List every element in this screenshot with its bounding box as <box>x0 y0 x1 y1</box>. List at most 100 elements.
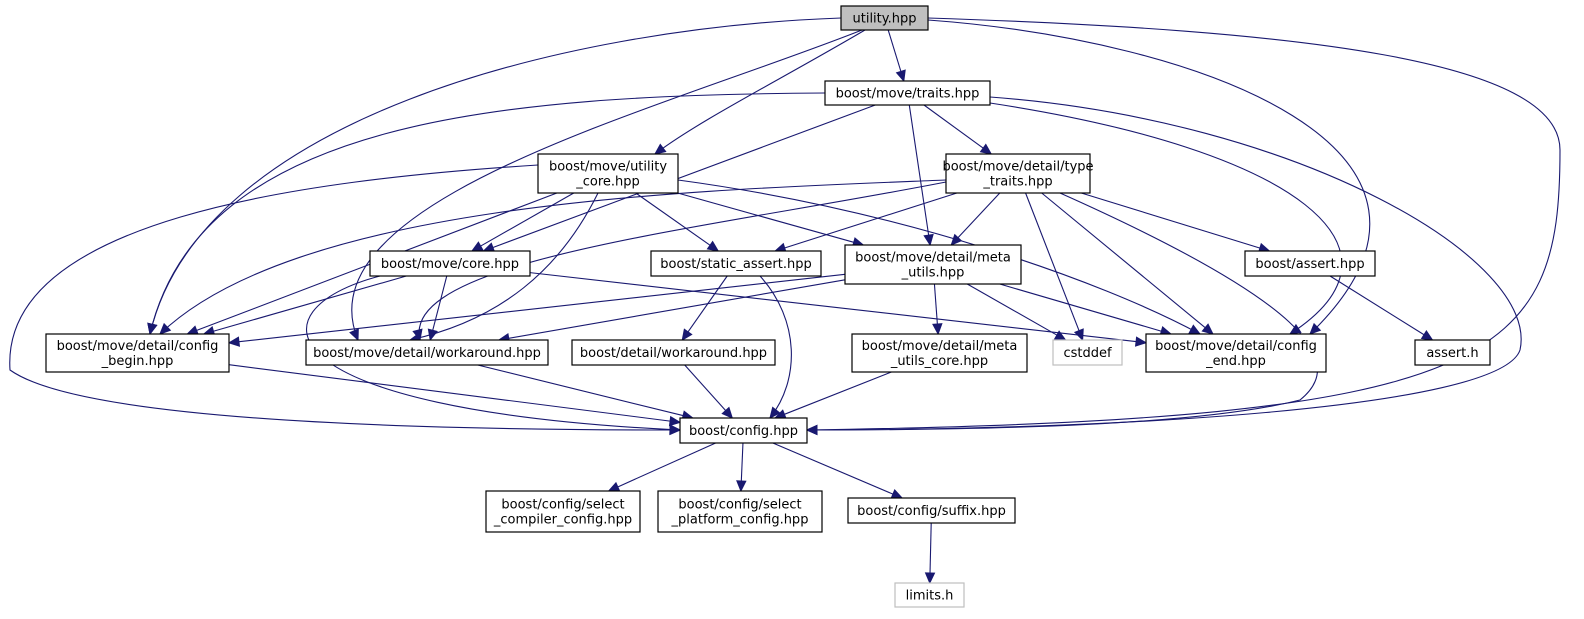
node-box[interactable] <box>485 490 641 533</box>
edge-traits-to-meta_utils <box>908 104 934 247</box>
node-limits[interactable]: limits.h <box>894 582 965 608</box>
node-core[interactable]: boost/move/core.hpp <box>369 250 531 277</box>
node-label: cstddef <box>1063 346 1112 361</box>
edge-line <box>929 522 932 575</box>
node-box[interactable] <box>1052 339 1123 366</box>
edge-line <box>507 279 846 339</box>
edge-line <box>159 179 947 335</box>
edge-traits-to-type_traits <box>923 104 993 155</box>
edge-arrowhead <box>607 481 621 492</box>
edge-line <box>1025 192 1080 332</box>
edge-line <box>491 104 876 249</box>
node-config[interactable]: boost/config.hpp <box>679 417 808 444</box>
node-traits[interactable]: boost/move/traits.hpp <box>824 80 991 106</box>
edge-arrowhead <box>769 406 781 419</box>
edge-config-to-select_platform <box>736 442 747 493</box>
edge-line <box>529 272 1138 343</box>
edge-type_traits-to-config <box>805 192 1319 436</box>
node-label: boost/config.hpp <box>689 424 798 439</box>
node-box[interactable] <box>847 497 1016 524</box>
edge-arrowhead <box>186 325 199 336</box>
edge-arrowhead <box>1073 328 1084 342</box>
node-label: _end.hpp <box>1205 354 1266 369</box>
node-move-workaround[interactable]: boost/move/detail/workaround.hpp <box>305 339 549 366</box>
node-utility-core[interactable]: boost/move/utility_core.hpp <box>537 153 679 194</box>
node-static-assert[interactable]: boost/static_assert.hpp <box>650 250 822 277</box>
node-label: boost/assert.hpp <box>1255 257 1364 272</box>
node-select-compiler[interactable]: boost/config/select_compiler_config.hpp <box>485 490 641 533</box>
node-box[interactable] <box>537 153 679 194</box>
node-config-end[interactable]: boost/move/detail/config_end.hpp <box>1145 333 1327 373</box>
node-suffix[interactable]: boost/config/suffix.hpp <box>847 497 1016 524</box>
node-box[interactable] <box>45 333 230 373</box>
node-box[interactable] <box>851 333 1028 373</box>
node-cstddef[interactable]: cstddef <box>1052 339 1123 366</box>
edge-config_begin-to-config <box>228 364 682 427</box>
edge-line <box>966 283 1059 337</box>
node-box[interactable] <box>657 490 823 533</box>
edge-utility_core-to-meta_utils <box>677 192 865 248</box>
node-box[interactable] <box>945 153 1091 194</box>
node-type-traits[interactable]: boost/move/detail/type_traits.hpp <box>942 153 1094 194</box>
edge-meta_utils-to-config_end <box>999 283 1173 337</box>
node-box[interactable] <box>679 417 808 444</box>
node-box[interactable] <box>840 5 929 31</box>
node-label: boost/move/detail/meta <box>862 339 1018 354</box>
edge-assert_hpp-to-assert_h <box>1329 275 1434 341</box>
edge-line <box>477 364 685 417</box>
node-meta-utils[interactable]: boost/move/detail/meta_utils.hpp <box>844 244 1022 285</box>
edge-type_traits-to-meta_utils <box>950 192 1001 246</box>
node-select-platform[interactable]: boost/config/select_platform_config.hpp <box>657 490 823 533</box>
edge-suffix-to-limits <box>924 522 936 585</box>
edge-line <box>923 104 985 150</box>
node-box[interactable] <box>1145 333 1327 373</box>
node-assert-hpp[interactable]: boost/assert.hpp <box>1244 250 1376 277</box>
edge-detail_workaround-to-config <box>684 364 734 419</box>
node-box[interactable] <box>369 250 531 277</box>
edge-line <box>654 29 866 155</box>
node-box[interactable] <box>824 80 991 106</box>
edge-line <box>431 275 448 332</box>
edge-meta_utils-to-config_begin <box>227 273 846 347</box>
node-label: boost/move/core.hpp <box>381 257 519 272</box>
edge-line <box>684 364 727 412</box>
edge-arrowhead <box>1420 329 1434 341</box>
edge-arrowhead <box>654 143 667 155</box>
node-box[interactable] <box>650 250 822 277</box>
edge-arrowhead <box>932 323 943 336</box>
edge-meta_utils-to-cstddef <box>966 283 1067 341</box>
edge-arrowhead <box>668 415 682 427</box>
node-box[interactable] <box>305 339 549 366</box>
edge-arrowhead <box>412 328 423 342</box>
edge-meta_utils_core-to-config <box>773 371 892 420</box>
node-utility[interactable]: utility.hpp <box>840 5 929 31</box>
node-detail-workaround[interactable]: boost/detail/workaround.hpp <box>571 339 776 366</box>
edge-arrowhead <box>681 328 693 341</box>
edge-line <box>1041 192 1207 329</box>
edge-arrowhead <box>159 322 172 335</box>
node-box[interactable] <box>894 582 965 608</box>
node-label: boost/move/detail/type <box>942 160 1093 175</box>
node-label: _core.hpp <box>575 175 640 190</box>
node-label: boost/move/detail/config <box>57 339 219 354</box>
edge-core-to-move_workaround <box>427 275 448 342</box>
node-meta-utils-core[interactable]: boost/move/detail/meta_utils_core.hpp <box>851 333 1028 373</box>
node-config-begin[interactable]: boost/move/detail/config_begin.hpp <box>45 333 230 373</box>
node-box[interactable] <box>1414 339 1491 366</box>
node-label: boost/move/detail/workaround.hpp <box>313 346 541 361</box>
edge-line <box>409 192 599 341</box>
edge-arrowhead <box>1309 322 1322 335</box>
edge-arrowhead <box>669 424 682 435</box>
edge-line <box>740 442 744 483</box>
edge-line <box>228 364 672 422</box>
edge-type_traits-to-config_begin <box>159 179 947 335</box>
node-label: assert.h <box>1426 346 1478 361</box>
node-label: _compiler_config.hpp <box>493 513 632 528</box>
node-box[interactable] <box>571 339 776 366</box>
node-assert-h[interactable]: assert.h <box>1414 339 1491 366</box>
edge-line <box>956 192 1001 239</box>
node-box[interactable] <box>1244 250 1376 277</box>
edge-line <box>149 92 826 335</box>
node-box[interactable] <box>844 244 1022 285</box>
